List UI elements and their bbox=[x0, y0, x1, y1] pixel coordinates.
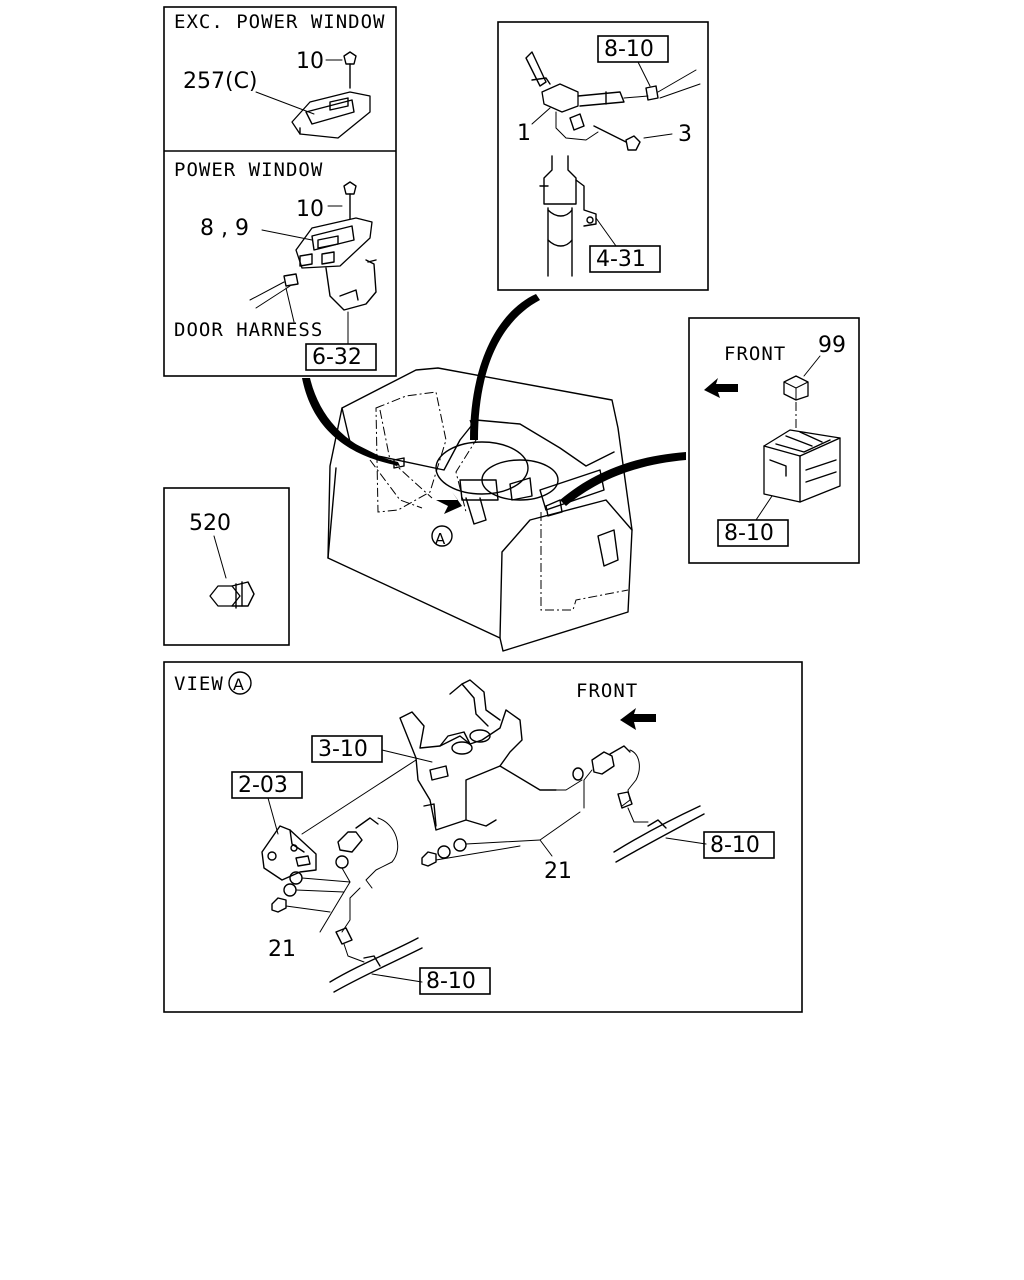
callout-1: 1 bbox=[517, 121, 531, 146]
ref-8-10-right: 8-10 bbox=[710, 833, 760, 858]
switch-harness-right bbox=[549, 745, 705, 863]
callout-520: 520 bbox=[189, 511, 231, 536]
ref-box-6-32 bbox=[305, 343, 377, 371]
plug-panel: 520 bbox=[163, 487, 290, 646]
plug-icon bbox=[209, 581, 255, 609]
relay-icon bbox=[783, 375, 809, 401]
ref-box-8-10-right bbox=[703, 831, 775, 859]
steering-column-icon bbox=[539, 155, 597, 277]
ref-box-4-31 bbox=[589, 245, 661, 273]
switch-panel-icon bbox=[291, 91, 371, 139]
connector-icon bbox=[249, 273, 299, 309]
combination-switch-icon bbox=[525, 51, 701, 141]
bracket-icon bbox=[399, 679, 557, 831]
power-window-switch-icon bbox=[295, 217, 377, 311]
ref-box-2-03 bbox=[231, 771, 303, 799]
pedal-bracket-icon bbox=[261, 759, 417, 881]
ref-box-8-10-left bbox=[419, 967, 491, 995]
dashboard-illustration: A bbox=[327, 367, 633, 652]
power-window-panel: EXC. POWER WINDOW 10 257(C) POWER WINDOW… bbox=[163, 6, 397, 377]
ref-4-31: 4-31 bbox=[596, 247, 646, 272]
callout-257c: 257(C) bbox=[183, 69, 258, 94]
callout-21-left: 21 bbox=[268, 937, 296, 962]
callout-99: 99 bbox=[818, 333, 846, 358]
door-harness-label: DOOR HARNESS bbox=[174, 319, 323, 341]
power-window-title: POWER WINDOW bbox=[174, 159, 323, 181]
view-a-marker: A bbox=[233, 675, 244, 694]
steering-column-panel: 8-10 1 3 bbox=[497, 21, 709, 291]
front-arrow-icon bbox=[704, 378, 738, 398]
callout-8-9: 8 , 9 bbox=[200, 216, 249, 241]
relay-front-label: FRONT bbox=[724, 343, 786, 365]
ref-3-10: 3-10 bbox=[318, 737, 368, 762]
relay-panel: FRONT 99 8-10 bbox=[688, 317, 860, 564]
leader-curves bbox=[302, 294, 686, 506]
view-a-title: VIEW bbox=[174, 673, 224, 695]
dashboard-view-a-marker: A bbox=[435, 530, 446, 548]
switch-harness-left bbox=[329, 817, 423, 993]
ref-8-10-top: 8-10 bbox=[604, 37, 654, 62]
view-a-panel: VIEW A FRONT 3-10 bbox=[163, 661, 803, 1013]
ref-2-03: 2-03 bbox=[238, 773, 288, 798]
ref-8-10-left: 8-10 bbox=[426, 969, 476, 994]
callout-21-right: 21 bbox=[544, 859, 572, 884]
screw-icon bbox=[593, 125, 673, 151]
nut-icon bbox=[271, 855, 351, 933]
relay-box-icon bbox=[763, 429, 841, 503]
ref-6-32: 6-32 bbox=[312, 345, 362, 370]
ref-box-3-10 bbox=[311, 735, 383, 763]
ref-box-8-10-top bbox=[597, 35, 669, 63]
callout-10-pw: 10 bbox=[296, 197, 324, 222]
exc-power-window-title: EXC. POWER WINDOW bbox=[174, 11, 385, 33]
ref-8-10-relay: 8-10 bbox=[724, 521, 774, 546]
screw-icon bbox=[325, 51, 357, 89]
front-arrow-icon bbox=[620, 708, 656, 730]
ref-box-8-10-relay bbox=[717, 519, 789, 547]
screw-icon bbox=[327, 181, 357, 223]
callout-3: 3 bbox=[678, 122, 692, 147]
nut-icon bbox=[421, 838, 553, 867]
callout-10-exc: 10 bbox=[296, 49, 324, 74]
view-a-front-label: FRONT bbox=[576, 680, 638, 702]
